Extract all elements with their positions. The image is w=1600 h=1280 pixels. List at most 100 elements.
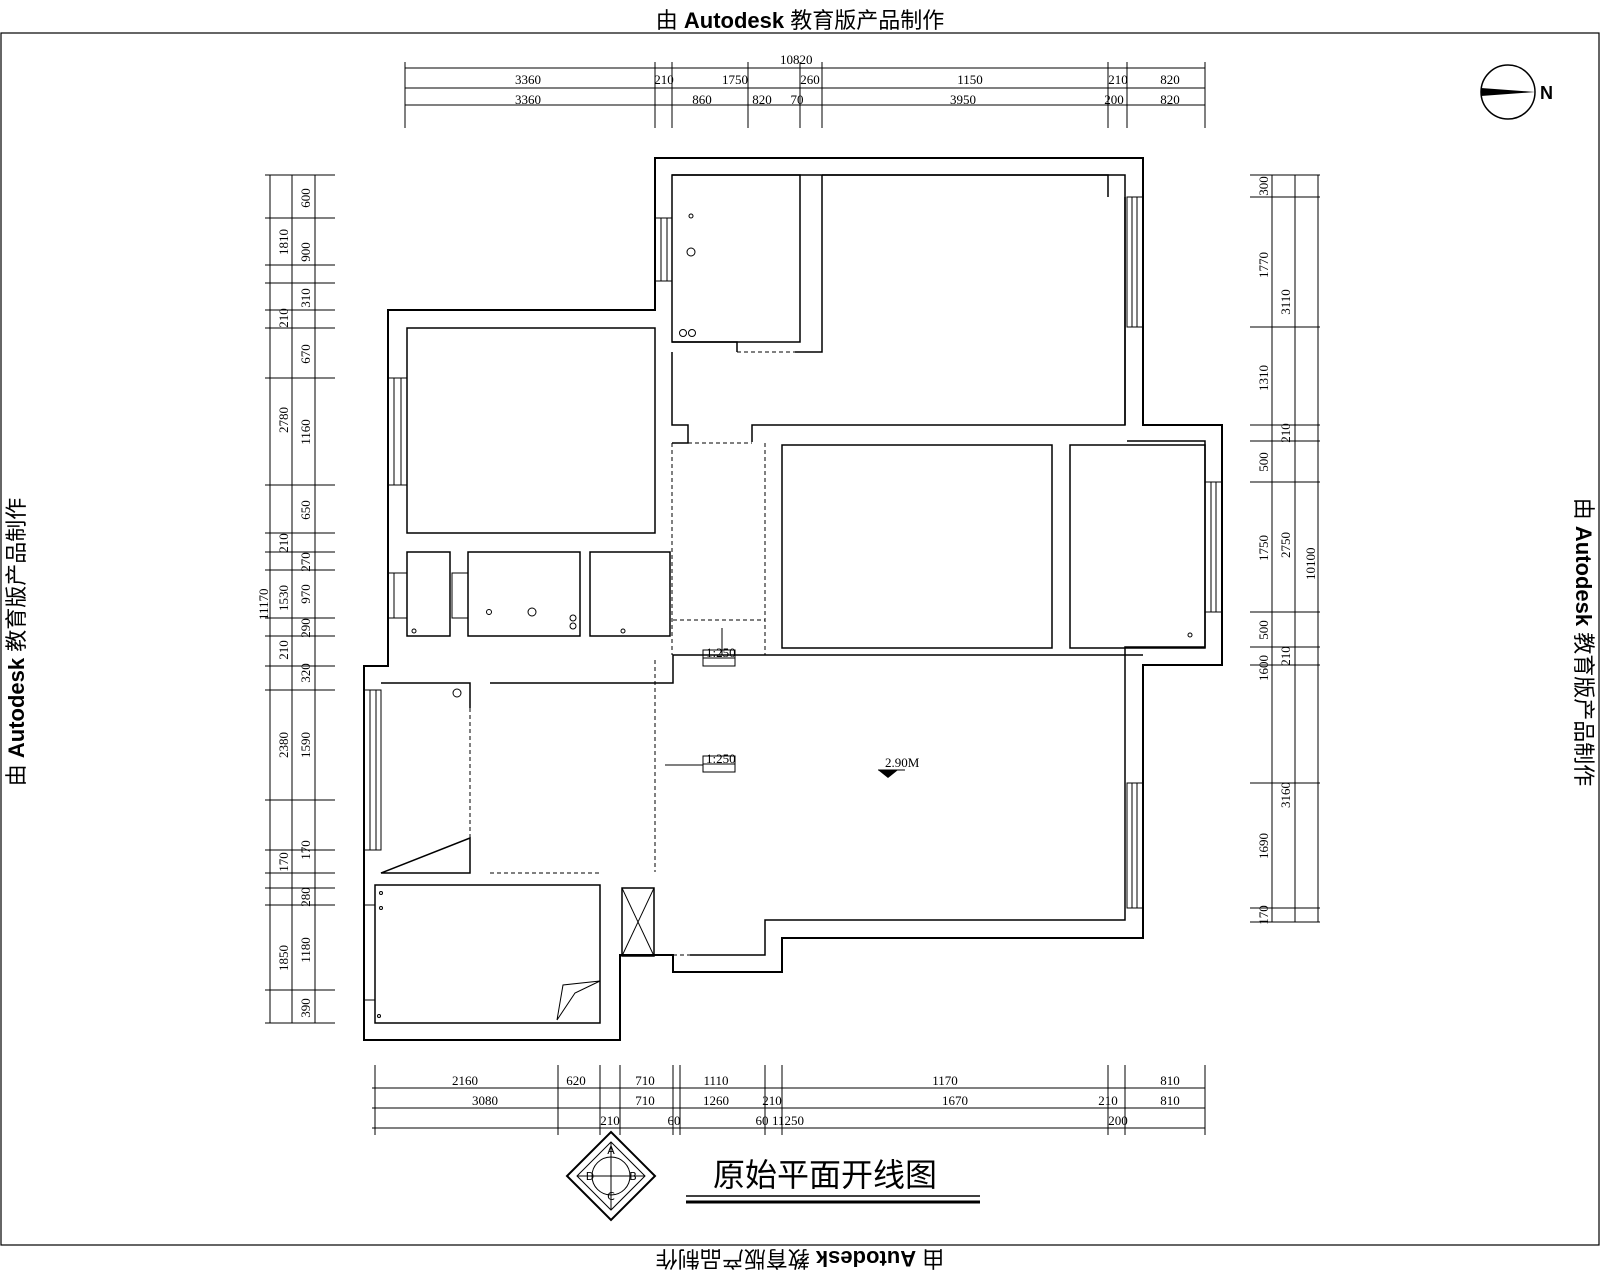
drawing-title: 原始平面开线图	[713, 1157, 937, 1193]
dim-label: 810	[1160, 1073, 1180, 1088]
north-compass-icon: N	[1480, 64, 1553, 120]
dim-label: 3080	[472, 1093, 498, 1108]
index-c: C	[607, 1190, 615, 1203]
room-storage-small	[406, 551, 451, 637]
room-laundry	[589, 551, 671, 637]
dim-top-row2: 3360 860 820 70 3950 200 820	[515, 92, 1180, 107]
dim-top-outer: 10820	[780, 52, 813, 67]
dim-label: 280	[298, 887, 313, 907]
dim-label: 70	[791, 92, 804, 107]
dim-label: 1750	[722, 72, 748, 87]
dim-label: 670	[298, 344, 313, 364]
room-balcony	[374, 884, 601, 1024]
room-bedroom-left	[406, 327, 656, 534]
dim-label: 1160	[298, 419, 313, 445]
dim-label: 270	[298, 552, 313, 572]
door-tag-1: 1:250	[702, 628, 736, 667]
dim-label: 1530	[276, 585, 291, 611]
dim-label: 710	[635, 1073, 655, 1088]
shaft-cross-2	[621, 887, 655, 957]
fixtures	[377, 213, 1193, 1021]
room-study	[1069, 444, 1206, 649]
dim-label: 1310	[1256, 365, 1271, 391]
dim-label: 300	[1256, 176, 1271, 196]
dim-label: 2380	[276, 732, 291, 758]
dim-label: 210	[276, 308, 291, 328]
dim-label: 3360	[515, 72, 541, 87]
dim-label: 3110	[1278, 289, 1293, 315]
dim-label: 2750	[1278, 532, 1293, 558]
dim-label: 970	[298, 584, 313, 604]
dim-left-inner: 6009003106701160650270970290320159017028…	[298, 188, 313, 1018]
dim-label: 210	[276, 533, 291, 553]
dim-label: 820	[1160, 92, 1180, 107]
dimension-top	[404, 62, 1206, 128]
dim-label: 210	[1098, 1093, 1118, 1108]
dim-label: 1670	[942, 1093, 968, 1108]
exterior-wall	[363, 157, 1223, 1041]
dim-label: 860	[692, 92, 712, 107]
dim-label: 170	[1256, 905, 1271, 925]
index-d: D	[586, 1170, 594, 1183]
dim-label: 210	[762, 1093, 782, 1108]
dim-label: 390	[298, 998, 313, 1018]
dim-label: 1590	[298, 732, 313, 758]
room-bathroom-top	[671, 174, 801, 343]
dim-label: 820	[1160, 72, 1180, 87]
dim-label: 900	[298, 242, 313, 262]
dim-label: 710	[635, 1093, 655, 1108]
index-b: B	[629, 1170, 637, 1183]
dim-label: 2160	[452, 1073, 478, 1088]
dim-label: 1110	[703, 1073, 728, 1088]
dim-label: 1260	[703, 1093, 729, 1108]
north-label: N	[1540, 83, 1553, 103]
dim-label: 60	[668, 1113, 681, 1128]
dim-label: 210	[600, 1113, 620, 1128]
dim-right-mid: 3110 210 2750 210 3160	[1278, 289, 1293, 808]
dim-right-outer: 10100	[1303, 548, 1318, 581]
dimension-left	[265, 174, 335, 1024]
dim-label: 2780	[276, 407, 291, 433]
dim-label: 1850	[276, 945, 291, 971]
dim-label: 290	[298, 618, 313, 638]
dim-label: 210	[1278, 646, 1293, 666]
dim-label: 1770	[1256, 252, 1271, 278]
windows	[363, 196, 1223, 1001]
dim-label: 210	[276, 640, 291, 660]
dim-label: 600	[298, 188, 313, 208]
dim-label: 60	[756, 1113, 769, 1128]
dim-label: 260	[800, 72, 820, 87]
dim-label: 1150	[957, 72, 983, 87]
room-master-bedroom	[671, 174, 1126, 444]
dim-label: 620	[566, 1073, 586, 1088]
dim-label: 210	[654, 72, 674, 87]
dim-label: 210	[1278, 423, 1293, 443]
dim-label: 500	[1256, 620, 1271, 640]
dim-label: 320	[298, 663, 313, 683]
dim-label: 500	[1256, 452, 1271, 472]
shaft	[621, 887, 655, 957]
dim-label: 1750	[1256, 535, 1271, 561]
dim-label: 820	[752, 92, 772, 107]
elevation-marker: 2.90M	[878, 755, 920, 778]
index-a: A	[607, 1144, 615, 1157]
room-bedroom-right	[781, 444, 1053, 649]
door-openings	[469, 351, 1053, 956]
dim-label: 1180	[298, 937, 313, 963]
dimension-right	[1250, 174, 1320, 923]
door-tag-2: 1:250	[665, 751, 736, 773]
dim-label: 200	[1104, 92, 1124, 107]
dim-label: 170	[276, 852, 291, 872]
dim-label: 3950	[950, 92, 976, 107]
dim-label: 170	[298, 840, 313, 860]
room-bathroom-mid	[467, 551, 581, 637]
dim-label: 200	[1108, 1113, 1128, 1128]
dim-label: 3160	[1278, 782, 1293, 808]
dim-label: 810	[1160, 1093, 1180, 1108]
dim-label: 3360	[515, 92, 541, 107]
